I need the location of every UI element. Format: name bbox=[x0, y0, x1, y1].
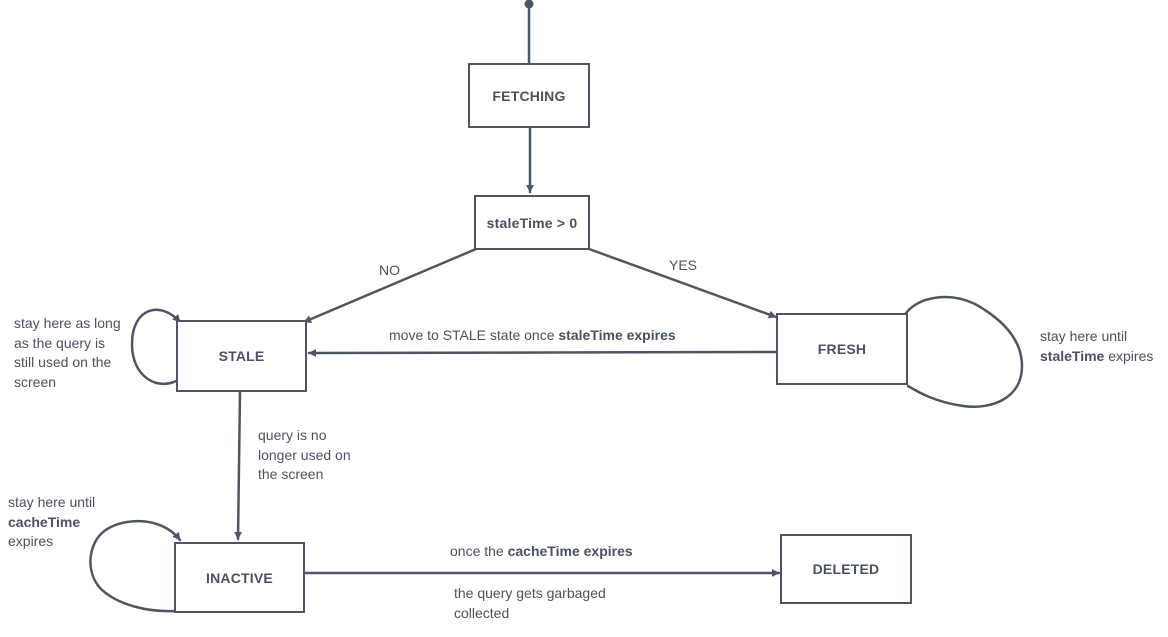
inactive-loop-note: stay here until cacheTime expires bbox=[8, 493, 95, 552]
fresh-state: FRESH bbox=[776, 313, 908, 385]
stale-self-loop bbox=[130, 308, 182, 386]
fresh-state-label: FRESH bbox=[817, 341, 867, 357]
fresh-self-loop bbox=[904, 295, 1024, 408]
fresh-loop-note-line-2: staleTime expires bbox=[1040, 347, 1153, 367]
inactive-self-loop bbox=[89, 519, 182, 613]
inactive-loop-note-line: stay here until bbox=[8, 494, 96, 510]
fetching-state-label: FETCHING bbox=[492, 87, 566, 104]
deleted-state: DELETED bbox=[780, 534, 912, 604]
decision-to-stale-arrow bbox=[302, 247, 478, 324]
no-edge-label: NO bbox=[379, 262, 400, 278]
inactive-to-deleted-label-prefix: once the bbox=[450, 543, 508, 559]
stale-time-decision-label: staleTime > 0 bbox=[486, 214, 578, 231]
inactive-loop-note-emphasis: cacheTime bbox=[8, 513, 81, 530]
fresh-to-stale-label-emphasis: staleTime expires bbox=[558, 327, 676, 343]
inactive-state: INACTIVE bbox=[174, 542, 305, 613]
fresh-loop-note-suffix: expires bbox=[1104, 347, 1154, 364]
stale-state-label: STALE bbox=[218, 348, 265, 364]
inactive-to-deleted-label-line: collected bbox=[454, 604, 510, 621]
fresh-loop-note: stay here until staleTime expires bbox=[1040, 327, 1153, 366]
yes-edge-label: YES bbox=[669, 257, 698, 273]
stale-to-inactive-label: query is no longer used on the screen bbox=[258, 426, 351, 485]
stale-to-inactive-label-line: the screen bbox=[258, 466, 324, 482]
fresh-loop-note-line: stay here until bbox=[1040, 328, 1128, 344]
inactive-to-deleted-label-top: once the cacheTime expires bbox=[450, 543, 633, 559]
decision-to-fresh-arrow bbox=[587, 247, 778, 319]
deleted-state-label: DELETED bbox=[812, 561, 880, 577]
inactive-to-deleted-label-bottom: the query gets garbaged collected bbox=[454, 584, 606, 623]
stale-loop-note-line: still used on the bbox=[14, 354, 112, 370]
fetching-state: FETCHING bbox=[468, 63, 590, 128]
stale-loop-note-line: as the query is bbox=[14, 334, 106, 351]
inactive-loop-note-line: cacheTime bbox=[8, 513, 95, 533]
fresh-to-stale-label-prefix: move to STALE state once bbox=[389, 327, 559, 343]
fresh-loop-note-emphasis: staleTime bbox=[1040, 347, 1105, 364]
stale-to-inactive-label-line: query is no bbox=[258, 427, 327, 443]
stale-loop-note-line: screen bbox=[14, 373, 57, 390]
stale-time-decision: staleTime > 0 bbox=[474, 195, 590, 250]
stale-to-inactive-label-line: longer used on bbox=[258, 446, 351, 463]
stale-state: STALE bbox=[176, 320, 307, 392]
inactive-to-deleted-label-line: the query gets garbaged bbox=[454, 585, 606, 601]
fresh-to-stale-arrow bbox=[307, 348, 778, 357]
stale-loop-note: stay here as long as the query is still … bbox=[14, 314, 121, 392]
stale-to-inactive-arrow bbox=[234, 390, 243, 541]
fresh-to-stale-label: move to STALE state once staleTime expir… bbox=[389, 327, 676, 343]
inactive-state-label: INACTIVE bbox=[206, 569, 273, 586]
inactive-loop-note-line: expires bbox=[8, 533, 54, 549]
stale-loop-note-line: stay here as long bbox=[14, 315, 121, 331]
inactive-to-deleted-label-emphasis: cacheTime expires bbox=[507, 543, 633, 559]
